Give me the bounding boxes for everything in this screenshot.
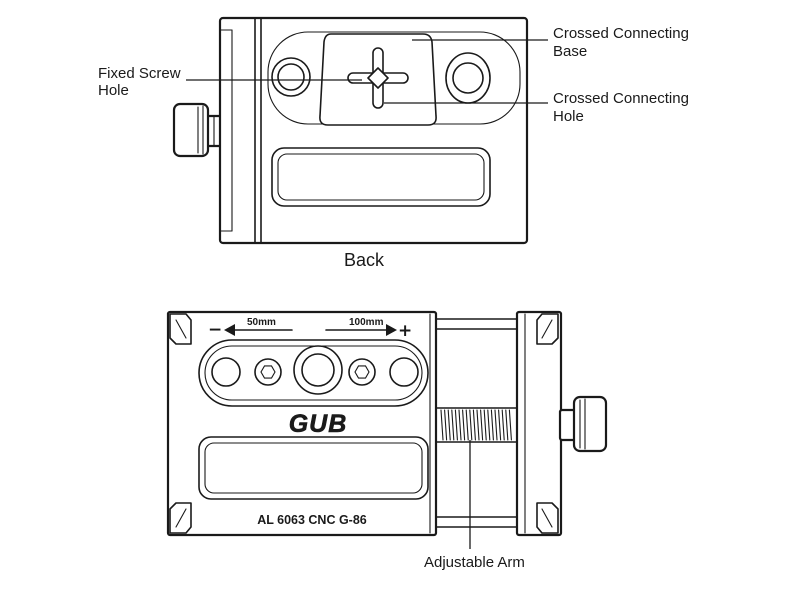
screw-thread-line xyxy=(447,409,451,441)
fixed-screw-hole xyxy=(271,57,311,97)
mount-hole-right xyxy=(389,357,419,387)
screw-thread-line xyxy=(501,409,505,441)
screw-thread-line xyxy=(462,409,466,441)
scale-left-arrow-head xyxy=(224,324,235,336)
hex-socket-icon xyxy=(354,365,370,379)
back-view-caption: Back xyxy=(344,250,385,270)
front-hole-slot-outer xyxy=(198,339,429,407)
fixed-screw-hole-label: Hole xyxy=(98,82,129,99)
body-corner-bottom-left xyxy=(169,502,192,534)
fixed-screw-hole-label: Fixed Screw xyxy=(98,65,181,82)
adjust-screw-threads xyxy=(440,409,512,441)
body-corner-bottom-left-bevel xyxy=(175,508,187,528)
screw-thread-line xyxy=(494,409,498,441)
scale-left-value: 50mm xyxy=(247,317,276,328)
back-body-outline xyxy=(218,16,529,245)
fixed-screw-hole-bore xyxy=(277,63,305,91)
front-knob xyxy=(558,395,608,453)
hex-socket-icon xyxy=(260,365,276,379)
fixed-screw-hole-rim xyxy=(271,57,311,97)
screw-thread-line xyxy=(454,409,458,441)
adjustable-arm-label: Adjustable Arm xyxy=(424,554,525,571)
gub-logo: GUB xyxy=(289,410,348,438)
screw-thread-line xyxy=(440,409,444,441)
screw-thread-line xyxy=(508,409,512,441)
screw-thread-line xyxy=(465,409,469,441)
center-boss-inner xyxy=(301,353,335,387)
hex-screw-right xyxy=(348,358,376,386)
screw-thread-line xyxy=(483,409,487,441)
front-lower-slot-inner xyxy=(204,442,423,494)
back-knob-cap xyxy=(172,102,210,158)
screw-thread-line xyxy=(458,409,462,441)
crossed-connecting-hole-label: Hole xyxy=(553,108,584,125)
hex-screw-left-head xyxy=(254,358,282,386)
center-boss xyxy=(293,345,343,395)
screw-thread-line xyxy=(498,409,502,441)
crossed-connecting-base-label: Crossed Connecting xyxy=(553,25,689,42)
screw-thread-line xyxy=(469,409,473,441)
screw-thread-line xyxy=(476,409,480,441)
back-lower-slot-outer xyxy=(271,147,491,207)
crossed-connecting-base-label: Base xyxy=(553,43,587,60)
crossed-connecting-hole-label: Crossed Connecting xyxy=(553,90,689,107)
top-guide-rod xyxy=(435,318,519,330)
arm-corner-bottom-right xyxy=(536,502,559,534)
scale-minus-sign: − xyxy=(208,320,222,340)
mount-hole-left xyxy=(211,357,241,387)
back-view: Fixed Screw Hole Crossed Connecting Base… xyxy=(98,16,689,270)
adjustable-arm-outline xyxy=(515,310,563,537)
hex-screw-right-head xyxy=(348,358,376,386)
scale-right-arrow-head xyxy=(386,324,397,336)
back-knob xyxy=(172,102,224,158)
model-text: AL 6063 CNC G-86 xyxy=(257,513,367,527)
arm-corner-top-right xyxy=(536,313,559,345)
bottom-guide-rod xyxy=(435,516,519,528)
scale-plus-sign: + xyxy=(398,321,412,341)
back-right-hole-bore xyxy=(452,62,484,94)
hex-screw-left xyxy=(254,358,282,386)
body-corner-top-left-bevel xyxy=(175,319,187,339)
body-corner-top-left xyxy=(169,313,192,345)
arm-corner-top-right-bevel xyxy=(541,319,553,339)
crossed-connecting-hole-center xyxy=(367,67,389,89)
front-lower-slot-outer xyxy=(198,436,429,500)
screw-thread-line xyxy=(444,409,448,441)
screw-thread-line xyxy=(480,409,484,441)
front-knob-cap xyxy=(572,395,608,453)
screw-thread-line xyxy=(472,409,476,441)
screw-thread-line xyxy=(451,409,455,441)
back-lower-slot-inner xyxy=(277,153,485,201)
front-view: − 50mm 100mm + GUB AL 6063 CNC G xyxy=(166,310,608,571)
screw-thread-line xyxy=(505,409,509,441)
screw-thread-line xyxy=(487,409,491,441)
screw-thread-line xyxy=(490,409,494,441)
scale-right-value: 100mm xyxy=(349,317,384,328)
arm-corner-bottom-right-bevel xyxy=(541,508,553,528)
